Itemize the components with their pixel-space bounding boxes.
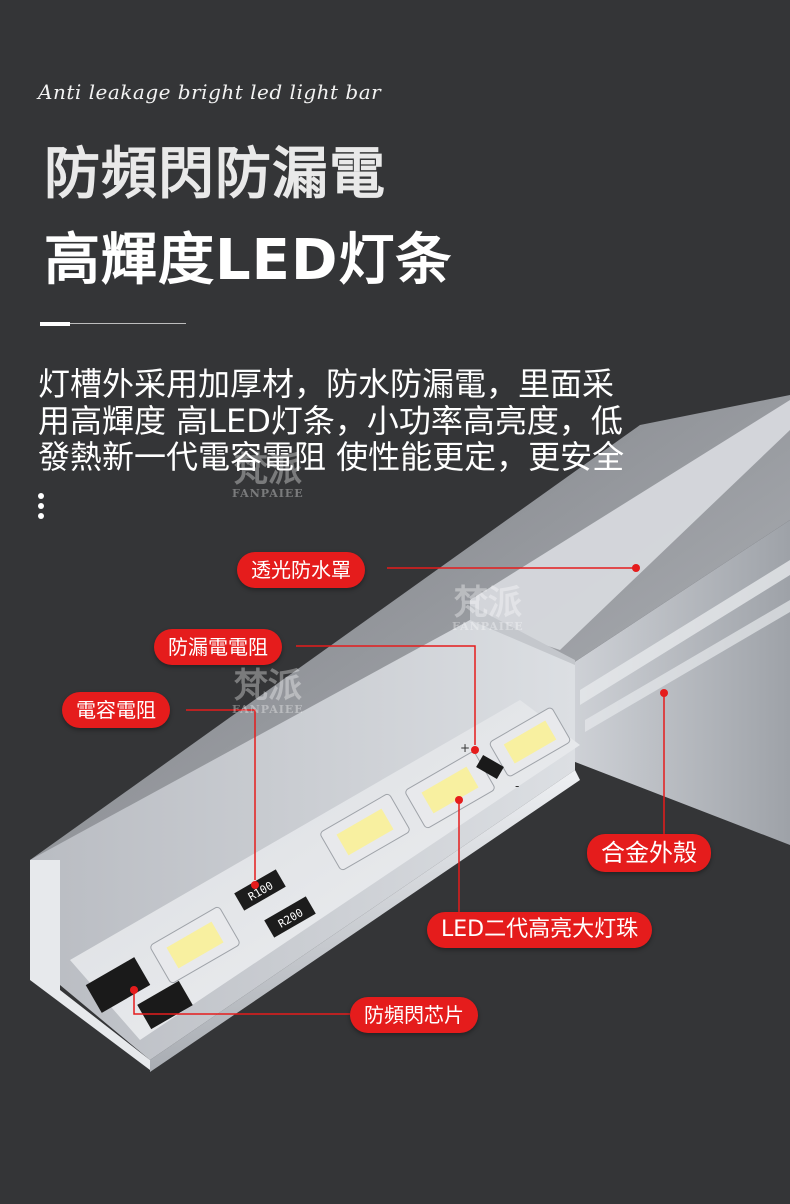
description-line-1: 灯槽外采用加厚材，防水防漏電，里面采 bbox=[38, 365, 615, 403]
callout-shell: 合金外殼 bbox=[587, 834, 711, 872]
more-dots-icon bbox=[38, 493, 46, 523]
callout-led-bead: LED二代高亮大灯珠 bbox=[427, 912, 653, 948]
description-line-2: 用高輝度 高LED灯条，小功率高亮度，低 bbox=[38, 402, 623, 440]
leak-resistor bbox=[476, 754, 504, 780]
description-line-3: 發熱新一代電容電阻 使性能更定，更安全 bbox=[38, 438, 625, 476]
callout-chip: 防頻閃芯片 bbox=[350, 997, 478, 1033]
flicker-chips bbox=[85, 957, 193, 1030]
leader-lines bbox=[133, 567, 665, 1015]
title-line-2: 高輝度LED灯条 bbox=[44, 228, 453, 293]
watermark-cn: 梵派 bbox=[453, 583, 522, 623]
title-divider bbox=[70, 323, 186, 324]
leader-dots bbox=[130, 564, 668, 994]
watermark: 梵派 FANPAIEE bbox=[232, 668, 304, 716]
watermark-cn: 梵派 bbox=[233, 666, 302, 706]
watermark: 梵派 FANPAIEE bbox=[232, 452, 304, 500]
callout-capacitor-resistor: 電容電阻 bbox=[62, 692, 170, 728]
title-divider-accent bbox=[40, 322, 70, 326]
led-beads bbox=[150, 707, 571, 984]
callout-leak-resistor: 防漏電電阻 bbox=[154, 629, 282, 665]
watermark-en: FANPAIEE bbox=[452, 620, 524, 633]
front-lip bbox=[30, 860, 150, 1070]
polarity-minus: - bbox=[515, 779, 519, 793]
watermark: 梵派 FANPAIEE bbox=[452, 585, 524, 633]
callout-cover: 透光防水罩 bbox=[237, 552, 365, 588]
product-subtitle: Anti leakage bright led light bar bbox=[38, 80, 382, 104]
watermark-en: FANPAIEE bbox=[232, 487, 304, 500]
polarity-plus: + bbox=[460, 741, 470, 755]
watermark-en: FANPAIEE bbox=[232, 703, 304, 716]
watermark-cn: 梵派 bbox=[233, 450, 302, 490]
title-line-1: 防頻閃防漏電 bbox=[44, 142, 386, 207]
